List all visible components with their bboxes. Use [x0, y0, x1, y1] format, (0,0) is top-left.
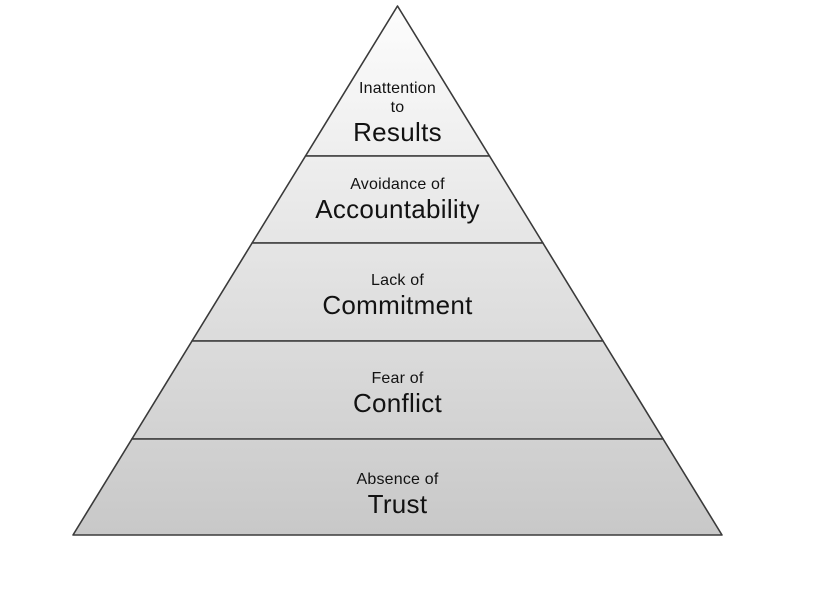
pyramid-level-results-shape: [304, 5, 491, 157]
pyramid-level-conflict-shape: [131, 340, 664, 440]
pyramid-level-trust-shape: [72, 438, 723, 536]
pyramid-level-accountability-shape: [251, 155, 544, 244]
pyramid-level-commitment-shape: [191, 242, 604, 342]
